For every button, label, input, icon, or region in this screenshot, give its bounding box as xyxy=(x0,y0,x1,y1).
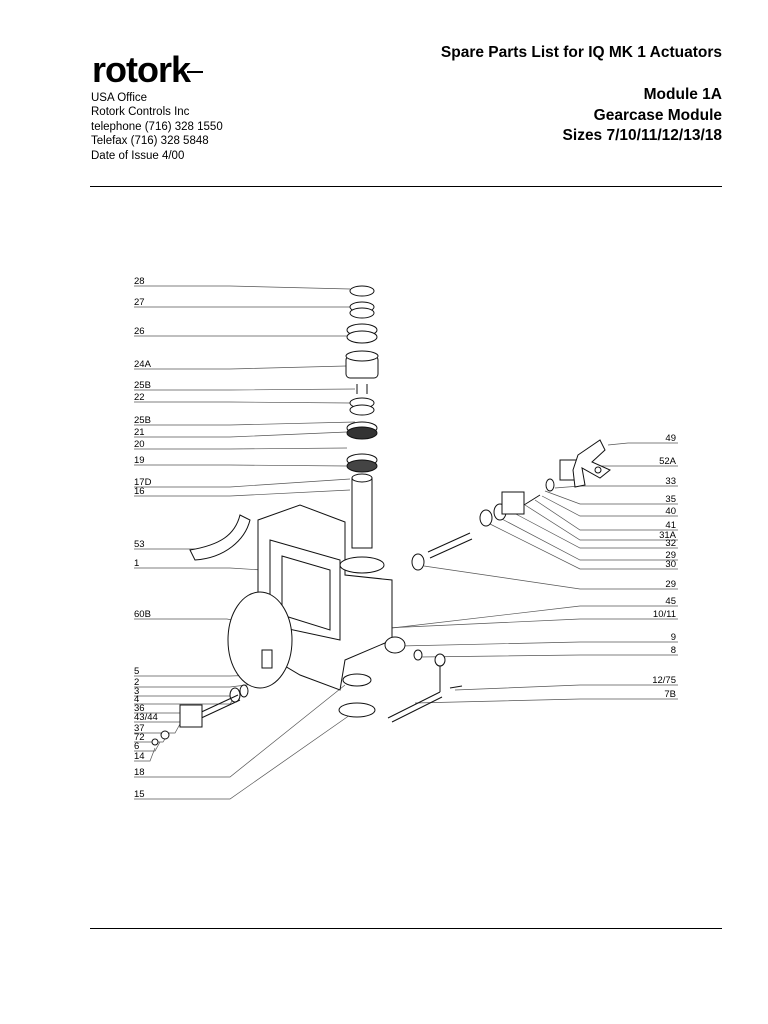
part-callout-label: 10/11 xyxy=(653,609,676,620)
part-callout-label: 43/44 xyxy=(134,712,158,723)
leader-line xyxy=(134,447,348,450)
leader-line xyxy=(544,490,678,505)
part-callout-label: 36 xyxy=(134,703,145,714)
leader-line xyxy=(134,618,233,621)
part-callout-label: 15 xyxy=(134,789,145,800)
part-callout-label: 26 xyxy=(134,326,145,337)
part-callout-label: 4 xyxy=(134,694,139,705)
leader-line xyxy=(134,388,356,391)
part-callout-label: 22 xyxy=(134,392,145,403)
leader-line xyxy=(399,641,678,647)
part-callout-label: 24A xyxy=(134,359,152,370)
part-callout-label: 37 xyxy=(134,723,145,734)
part-callout-label: 49 xyxy=(665,433,676,444)
part-callout-label: 25B xyxy=(134,415,151,426)
address-line: telephone (716) 328 1550 xyxy=(91,120,223,133)
module-name: Module 1A xyxy=(643,86,722,103)
part-callout-label: 40 xyxy=(665,506,676,517)
leader-line xyxy=(134,567,263,571)
part-callout-label: 30 xyxy=(665,559,676,570)
leader-line xyxy=(134,431,348,438)
part-callout-label: 45 xyxy=(665,596,676,607)
part-callout-label: 14 xyxy=(134,751,145,762)
leader-line xyxy=(541,495,678,517)
address-line: USA Office xyxy=(91,92,148,104)
part-callout-label: 9 xyxy=(671,632,676,643)
leader-line xyxy=(485,521,678,570)
part-callout-label: 21 xyxy=(134,427,145,438)
part-callout-label: 19 xyxy=(134,455,145,466)
leader-line xyxy=(134,421,356,426)
leader-line xyxy=(134,401,351,404)
part-callout-label: 3 xyxy=(134,686,139,697)
module-description: Gearcase Module xyxy=(593,106,722,124)
part-callout-label: 72 xyxy=(134,732,145,743)
leader-line xyxy=(134,741,161,752)
leader-line xyxy=(384,618,678,629)
address-line: Rotork Controls Inc xyxy=(91,106,190,119)
part-callout-label: 20 xyxy=(134,439,145,450)
part-callout-label: 2 xyxy=(134,677,139,688)
part-callout-label: 33 xyxy=(665,476,676,487)
module-sizes: Sizes 7/10/11/12/13/18 xyxy=(562,127,722,144)
document-title: Spare Parts List for IQ MK 1 Actuators xyxy=(440,44,722,61)
part-callout-label: 17D xyxy=(134,477,152,488)
part-callout-label: 29 xyxy=(665,579,676,590)
part-callout-label: 5 xyxy=(134,666,139,677)
leader-line xyxy=(391,605,678,629)
part-callout-label: 1 xyxy=(134,558,139,569)
leader-line xyxy=(511,511,678,549)
leader-line xyxy=(454,684,678,691)
leader-line xyxy=(134,285,351,290)
leader-line xyxy=(134,723,181,734)
part-callout-label: 12/75 xyxy=(652,675,676,686)
module-subtitle: Module 1A Gearcase Module Sizes 7/10/11/… xyxy=(563,85,722,147)
leader-line xyxy=(524,504,678,541)
part-callout-label: 60B xyxy=(134,609,151,620)
leader-line xyxy=(134,747,156,762)
part-callout-label: 32 xyxy=(665,538,676,549)
leader-line xyxy=(554,485,678,489)
part-callout-label: 41 xyxy=(665,520,676,531)
leader-line xyxy=(134,714,351,800)
part-callout-label: 27 xyxy=(134,297,145,308)
leader-line xyxy=(134,365,347,370)
office-address: USA Office Rotork Controls Inc telephone… xyxy=(91,91,223,163)
part-callout-label: 16 xyxy=(134,486,145,497)
leader-line xyxy=(134,464,348,467)
part-callout-label: 25B xyxy=(134,380,151,391)
leader-line xyxy=(419,654,678,658)
leader-line xyxy=(134,478,351,488)
part-callout-label: 8 xyxy=(671,645,676,656)
leader-line xyxy=(414,698,678,704)
leader-line xyxy=(534,499,678,531)
part-callout-label: 7B xyxy=(664,689,676,700)
part-callout-label: 28 xyxy=(134,276,145,287)
leader-line xyxy=(134,691,241,697)
leader-line xyxy=(134,684,346,778)
header-divider xyxy=(90,186,722,187)
leader-line xyxy=(607,442,678,446)
address-line: Date of Issue 4/00 xyxy=(91,149,185,162)
leader-line xyxy=(499,517,678,561)
rotork-logo: rotork xyxy=(92,52,203,90)
leader-line xyxy=(134,489,351,497)
part-callout-label: 35 xyxy=(665,494,676,505)
part-callout-label: 53 xyxy=(134,539,145,550)
address-line: Telefax (716) 328 5848 xyxy=(91,135,209,148)
footer-divider xyxy=(90,928,722,929)
part-callout-label: 31A xyxy=(659,530,677,541)
svg-text:rotork: rotork xyxy=(92,52,192,90)
leader-line xyxy=(423,565,678,590)
part-callout-label: 29 xyxy=(665,550,676,561)
part-callout-label: 6 xyxy=(134,741,139,752)
part-callout-label: 18 xyxy=(134,767,145,778)
part-callout-label: 52A xyxy=(659,456,677,467)
